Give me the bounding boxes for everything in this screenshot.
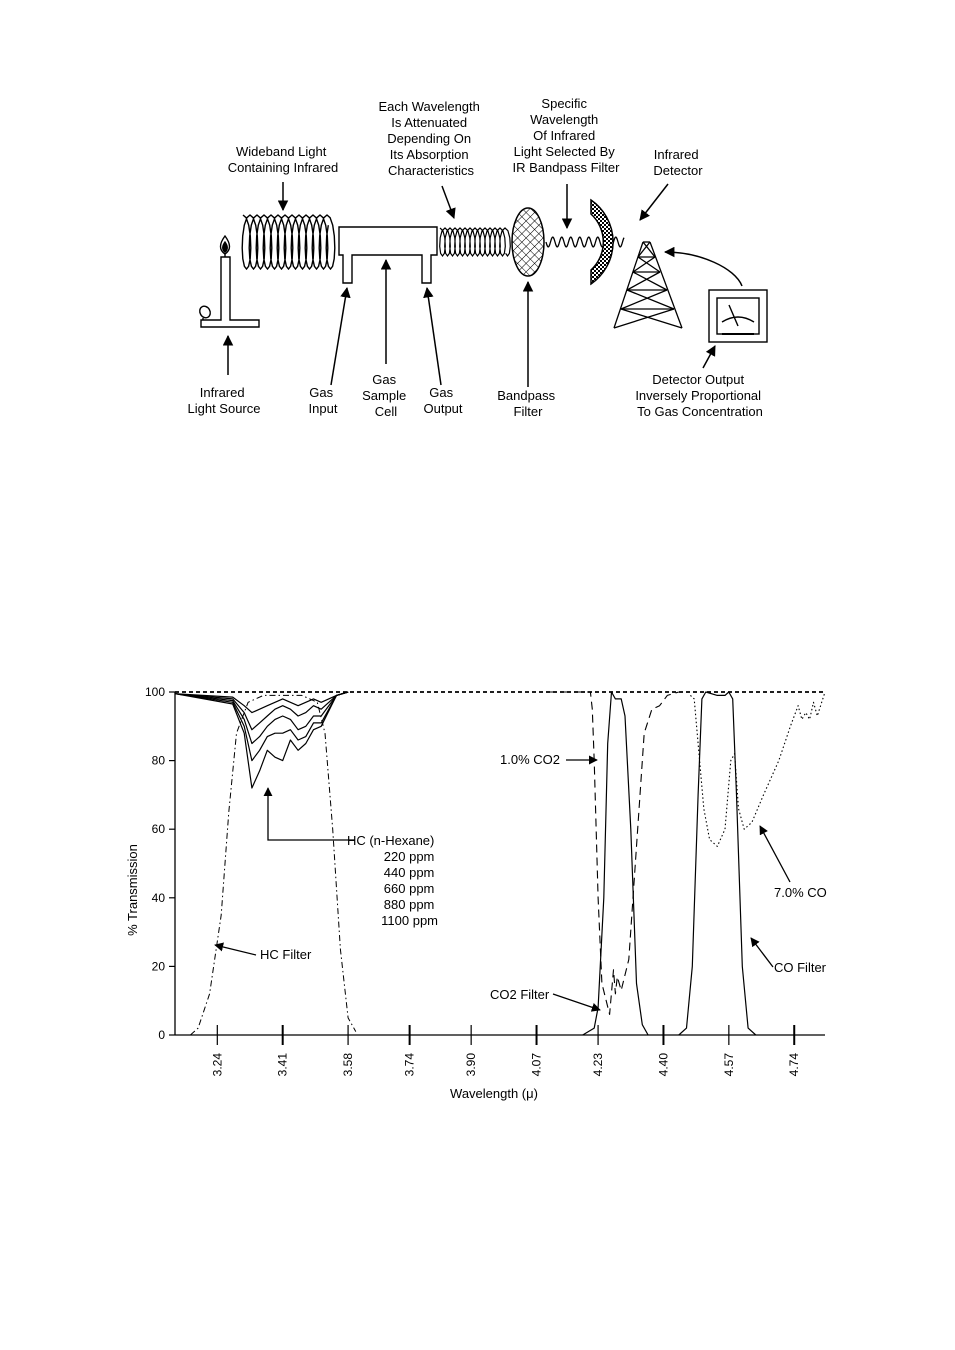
series-line-co_gas: [690, 691, 826, 847]
x-tick-label: 4.57: [722, 1053, 736, 1077]
series-line-hc_880: [174, 691, 349, 762]
label-gas-input: Gas Input: [309, 385, 338, 416]
annotation-co2-gas: 1.0% CO2: [500, 752, 560, 767]
tower-icon: [613, 241, 683, 329]
chart-tick-labels: 0 20 40 60 80 100 3.24 3.41 3.58 3.74 3.90 4.07 4.23…: [145, 685, 801, 1076]
x-axis-label: Wavelength (μ): [450, 1086, 538, 1101]
y-tick-label: 80: [152, 754, 166, 768]
y-axis-label: % Transmission: [125, 844, 140, 936]
label-bandpass-filter: Bandpass Filter: [497, 388, 558, 419]
x-tick-label: 3.24: [210, 1053, 224, 1077]
y-tick-label: 20: [152, 959, 166, 973]
label-sample-cell: Gas Sample Cell: [362, 372, 410, 419]
label-wideband: Wideband Light Containing Infrared: [228, 144, 339, 175]
x-tick-label: 3.74: [403, 1053, 417, 1077]
attenuated-light-wave: [439, 227, 511, 258]
label-specific-wavelength: Specific Wavelength Of Infrared Light Se…: [513, 96, 621, 175]
chart-axes: [169, 691, 825, 1045]
ndir-diagram: Wideband Light Containing Infrared Each …: [188, 96, 768, 419]
label-infrared-detector: Infrared Detector: [653, 147, 703, 178]
annotation-hc-filter: HC Filter: [260, 947, 312, 962]
y-tick-label: 100: [145, 685, 165, 699]
series-line-co_filter: [678, 691, 757, 1036]
label-detector-output: Detector Output Inversely Proportional T…: [635, 372, 764, 419]
meter-icon: [708, 289, 768, 343]
series-line-hc_filter: [190, 694, 357, 1036]
x-tick-label: 4.07: [530, 1053, 544, 1077]
series-line-hc_1100: [174, 691, 349, 789]
x-tick-label: 4.74: [787, 1053, 801, 1077]
label-gas-output: Gas Output: [423, 385, 462, 416]
transmission-chart: 0 20 40 60 80 100 3.24 3.41 3.58 3.74 3.90 4.07 4.23…: [125, 685, 827, 1101]
annotation-arrows: [214, 755, 791, 1012]
gas-sample-cell: [338, 226, 438, 284]
x-tick-label: 4.23: [591, 1053, 605, 1077]
label-attenuated: Each Wavelength Is Attenuated Depending …: [378, 99, 483, 178]
chart-series: [174, 691, 826, 1036]
annotation-co2-filter: CO2 Filter: [490, 987, 550, 1002]
series-line-co2_filter: [582, 691, 649, 1036]
series-line-co2_gas: [548, 691, 679, 1015]
x-tick-label: 3.58: [341, 1053, 355, 1077]
diagram-arrows: [222, 182, 743, 387]
series-line-hc_220: [174, 691, 349, 714]
series-line-hc_660: [174, 691, 349, 745]
y-tick-label: 60: [152, 822, 166, 836]
annotation-hc: HC (n-Hexane) 220 ppm 440 ppm 660 ppm 88…: [347, 833, 438, 928]
annotation-co-filter: CO Filter: [774, 960, 827, 975]
bandpass-filter-icon: [511, 207, 545, 277]
candle-icon: [199, 234, 260, 328]
y-tick-label: 40: [152, 891, 166, 905]
detector-dish-icon: [590, 198, 614, 286]
x-tick-label: 3.90: [464, 1053, 478, 1077]
x-tick-label: 3.41: [276, 1053, 290, 1077]
label-light-source: Infrared Light Source: [188, 385, 261, 416]
annotation-co-gas: 7.0% CO: [774, 885, 827, 900]
wideband-light-wave: [241, 214, 336, 271]
y-tick-label: 0: [158, 1028, 165, 1042]
series-line-hc_440: [174, 691, 349, 731]
x-tick-label: 4.40: [656, 1053, 670, 1077]
